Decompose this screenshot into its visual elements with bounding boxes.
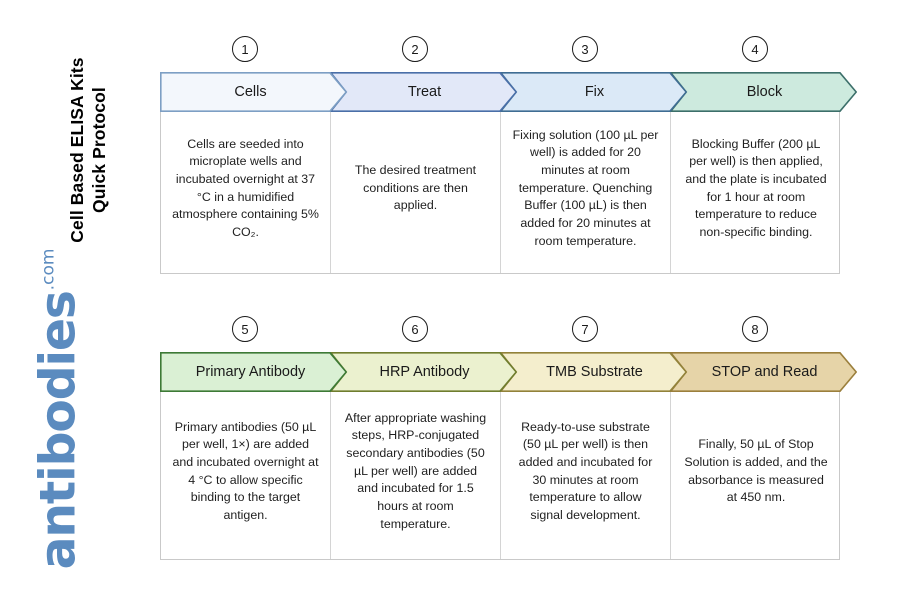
step-label-7: TMB Substrate	[546, 364, 643, 380]
logo-tld: .com	[38, 248, 59, 291]
chevron-shape	[160, 352, 347, 392]
step-label-1: Cells	[234, 84, 267, 100]
step-number-4: 4	[742, 36, 768, 62]
step-chevron-2[interactable]: Treat	[330, 72, 517, 112]
step-number-6: 6	[402, 316, 428, 342]
step-description-8: Finally, 50 µL of Stop Solution is added…	[671, 392, 841, 559]
step-description-text-5: Primary antibodies (50 µL per well, 1×) …	[172, 419, 319, 522]
step-description-text-6: After appropriate washing steps, HRP-con…	[344, 410, 487, 531]
step-description-2: The desired treatment conditions are the…	[331, 112, 501, 273]
description-track-2: Primary antibodies (50 µL per well, 1×) …	[160, 392, 840, 560]
step-chevron-8[interactable]: STOP and Read	[670, 352, 857, 392]
description-track-1: Cells are seeded into microplate wells a…	[160, 112, 840, 274]
antibodies-logo[interactable]: antibodies.com	[30, 249, 87, 570]
step-number-5: 5	[232, 316, 258, 342]
step-chevron-7[interactable]: TMB Substrate	[500, 352, 687, 392]
step-description-5: Primary antibodies (50 µL per well, 1×) …	[161, 392, 331, 559]
step-label-4: Block	[746, 84, 783, 100]
step-description-text-7: Ready-to-use substrate (50 µL per well) …	[518, 419, 653, 522]
step-description-text-8: Finally, 50 µL of Stop Solution is added…	[684, 437, 828, 505]
step-description-text-3: Fixing solution (100 µL per well) is add…	[512, 127, 659, 248]
step-label-6: HRP Antibody	[379, 364, 470, 380]
step-label-8: STOP and Read	[711, 364, 818, 380]
step-description-7: Ready-to-use substrate (50 µL per well) …	[501, 392, 671, 559]
step-chevron-5[interactable]: Primary Antibody	[160, 352, 347, 392]
step-description-1: Cells are seeded into microplate wells a…	[161, 112, 331, 273]
step-number-track-2: 5 6 7 8	[160, 316, 840, 352]
step-description-text-2: The desired treatment conditions are the…	[354, 163, 477, 213]
step-description-text-4: Blocking Buffer (200 µL per well) is the…	[685, 136, 827, 239]
protocol-row-2: 5 6 7 8 Primary Antibody HRP Antibody TMB Sub…	[160, 316, 857, 560]
page-title-line2: Quick Protocol	[89, 87, 109, 213]
step-label-2: Treat	[407, 84, 442, 100]
chevron-shape	[160, 72, 347, 112]
page-title-line1: Cell Based ELISA Kits	[66, 57, 87, 243]
protocol-row-1: 1 2 3 4 Cells Treat Fix Block Cells are seeded…	[160, 36, 857, 274]
step-description-3: Fixing solution (100 µL per well) is add…	[501, 112, 671, 273]
step-number-2: 2	[402, 36, 428, 62]
step-number-8: 8	[742, 316, 768, 342]
step-chevron-6[interactable]: HRP Antibody	[330, 352, 517, 392]
step-number-track-1: 1 2 3 4	[160, 36, 840, 72]
step-label-5: Primary Antibody	[195, 364, 306, 380]
step-number-3: 3	[572, 36, 598, 62]
left-rail: Cell Based ELISA Kits Quick Protocol ant…	[0, 0, 160, 594]
step-number-1: 1	[232, 36, 258, 62]
step-chevron-1[interactable]: Cells	[160, 72, 347, 112]
step-number-7: 7	[572, 316, 598, 342]
chevron-track-2: Primary Antibody HRP Antibody TMB Substrat…	[160, 352, 857, 392]
step-chevron-4[interactable]: Block	[670, 72, 857, 112]
page-title: Cell Based ELISA Kits Quick Protocol	[66, 0, 110, 300]
step-chevron-3[interactable]: Fix	[500, 72, 687, 112]
step-label-3: Fix	[584, 84, 605, 100]
step-description-6: After appropriate washing steps, HRP-con…	[331, 392, 501, 559]
chevron-track-1: Cells Treat Fix Block	[160, 72, 857, 112]
logo-wordmark: antibodies	[29, 291, 87, 570]
step-description-text-1: Cells are seeded into microplate wells a…	[172, 136, 319, 239]
step-description-4: Blocking Buffer (200 µL per well) is the…	[671, 112, 841, 273]
